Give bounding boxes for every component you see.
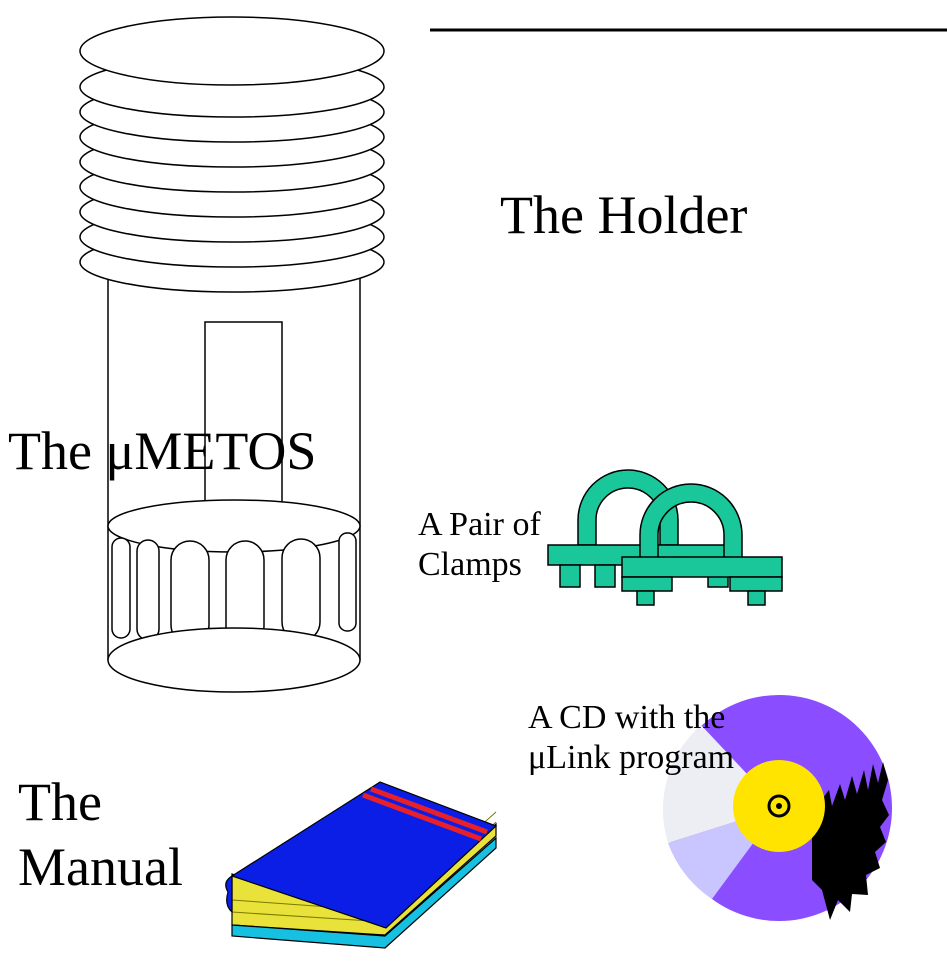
holder-slots — [111, 532, 357, 646]
cd-label-line2: μLink program — [528, 739, 735, 777]
clamps-label: A Pair of Clamps — [418, 505, 541, 585]
cd-label-line1: A CD with the — [528, 699, 726, 736]
book-spine — [225, 874, 233, 914]
holder-window — [204, 321, 283, 531]
cd-hole-ring — [767, 794, 791, 818]
clamps-illustration — [547, 469, 783, 606]
book-bottom-cover — [231, 836, 497, 949]
umetos-label: The μMETOS — [8, 421, 317, 481]
manual-label-line2: Manual — [18, 836, 183, 897]
holder-label: The Holder — [500, 185, 748, 245]
clamps-label-line1: A Pair of — [418, 506, 541, 543]
cd-shadow-sector — [812, 762, 889, 920]
book-stripe-2 — [362, 792, 482, 842]
clamp-front — [621, 483, 783, 606]
book-illustration — [225, 781, 498, 949]
holder-base — [107, 627, 361, 693]
manual-label: The Manual — [18, 770, 183, 900]
cd-hole — [776, 803, 782, 809]
clamps-label-line2: Clamps — [418, 546, 522, 584]
cd-illustration — [662, 695, 892, 921]
book-stripe-1 — [370, 786, 488, 835]
holder-discs — [79, 16, 385, 293]
holder-illustration — [79, 16, 385, 693]
cd-label: A CD with the μLink program — [528, 698, 734, 778]
manual-label-line1: The — [18, 772, 102, 832]
